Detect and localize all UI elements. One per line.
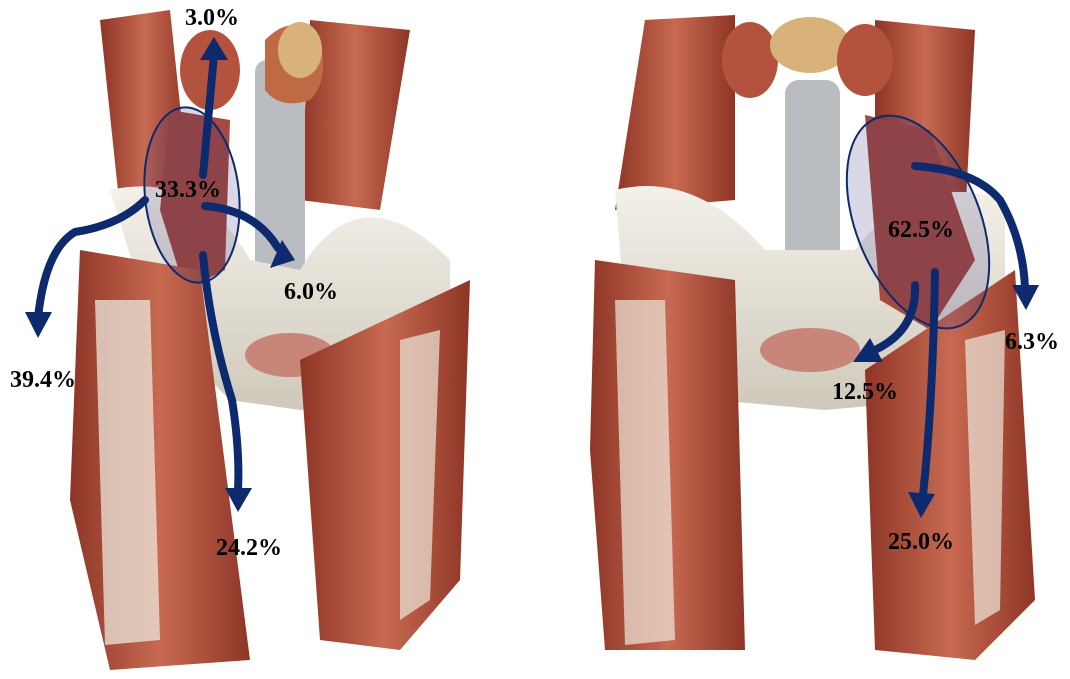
label-right-down: 6.3% — [1005, 330, 1059, 354]
adrenal — [278, 22, 322, 78]
label-down: 24.2% — [216, 536, 282, 560]
label-left-down: 12.5% — [832, 380, 898, 404]
label-down: 25.0% — [888, 530, 954, 554]
arrow-left-down-head — [25, 312, 52, 338]
label-center: 62.5% — [888, 218, 954, 242]
bladder — [760, 328, 860, 372]
label-up: 3.0% — [185, 6, 239, 30]
left-back-muscle — [615, 15, 735, 210]
label-left-down: 39.4% — [10, 368, 76, 392]
right-anatomy-illustration — [535, 0, 1070, 679]
label-center: 33.3% — [155, 178, 221, 202]
kidney-right — [837, 24, 893, 96]
thigh-tendon — [615, 300, 675, 645]
left-anatomy-panel: 3.0% 33.3% 6.0% 39.4% 24.2% — [0, 0, 535, 679]
label-right: 6.0% — [284, 280, 338, 304]
left-anatomy-illustration — [0, 0, 535, 679]
right-anatomy-panel: 62.5% 6.3% 12.5% 25.0% — [535, 0, 1070, 679]
thigh-tendon — [95, 300, 160, 645]
kidney-left — [722, 22, 778, 98]
